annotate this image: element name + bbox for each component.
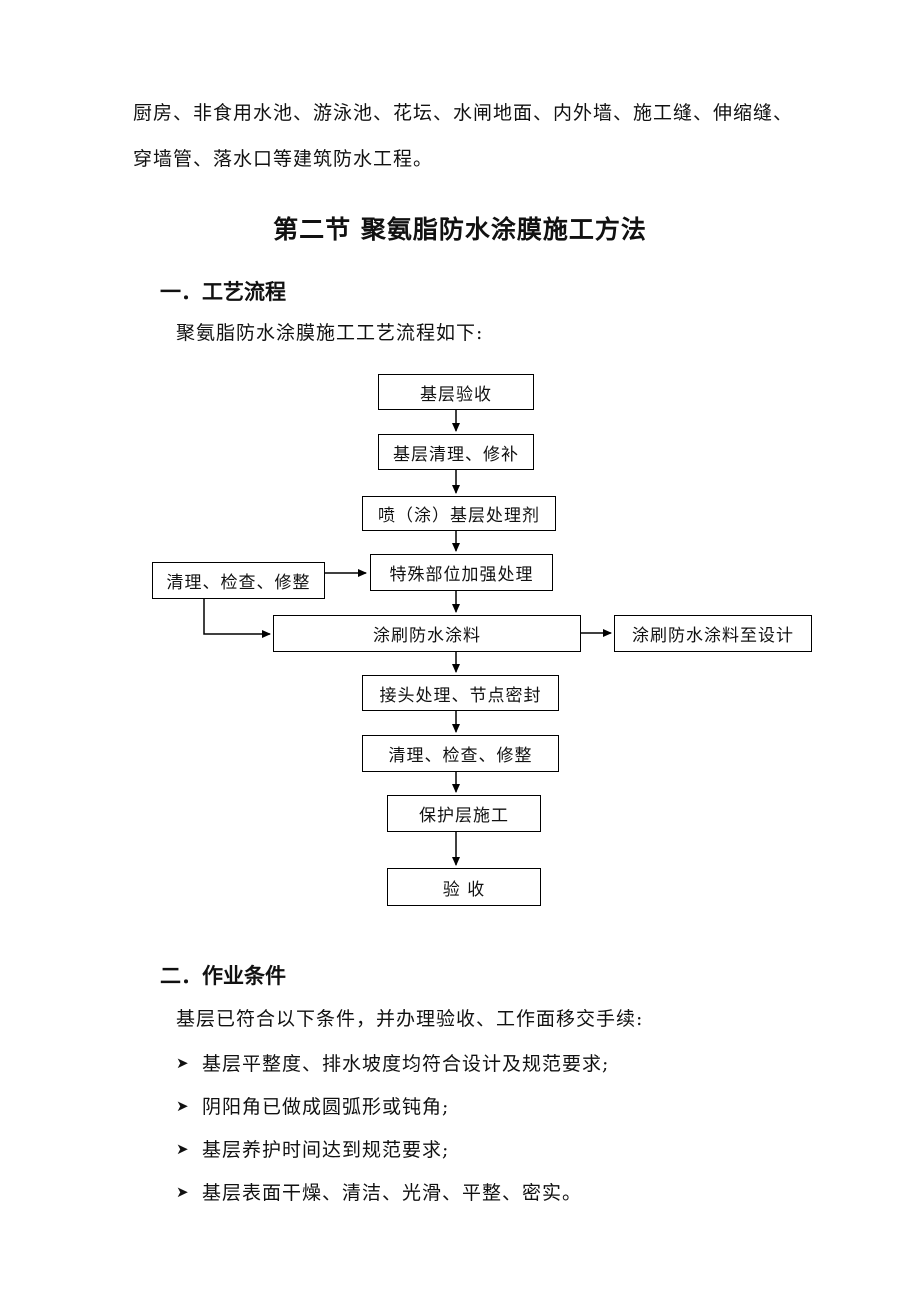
- list-item: ➤ 基层养护时间达到规范要求;: [176, 1135, 449, 1162]
- part2-title: 二．作业条件: [160, 964, 286, 988]
- list-item-text: 基层养护时间达到规范要求;: [202, 1139, 450, 1161]
- list-item: ➤ 阴阳角已做成圆弧形或钝角;: [176, 1092, 449, 1119]
- arrowhead-bullet-icon: ➤: [176, 1182, 190, 1201]
- arrowhead-bullet-icon: ➤: [176, 1053, 190, 1072]
- part2-intro: 基层已符合以下条件，并办理验收、工作面移交手续:: [176, 1008, 644, 1030]
- intro-paragraph-line-1: 厨房、非食用水池、游泳池、花坛、水闸地面、内外墙、施工缝、伸缩缝、: [133, 102, 794, 124]
- flow-step-protective-layer: 保护层施工: [387, 795, 541, 832]
- flow-step-final-acceptance: 验 收: [387, 868, 541, 906]
- arrowhead-bullet-icon: ➤: [176, 1139, 190, 1158]
- list-item-text: 基层表面干燥、清洁、光滑、平整、密实。: [202, 1182, 583, 1204]
- list-item: ➤ 基层平整度、排水坡度均符合设计及规范要求;: [176, 1049, 609, 1076]
- part1-title: 一．工艺流程: [160, 280, 286, 304]
- flow-step-base-cleaning: 基层清理、修补: [378, 434, 534, 470]
- flow-step-special-reinforcement: 特殊部位加强处理: [370, 554, 553, 591]
- intro-paragraph-line-2: 穿墙管、落水口等建筑防水工程。: [133, 148, 434, 170]
- list-item-text: 阴阳角已做成圆弧形或钝角;: [202, 1096, 450, 1118]
- arrow-side-left-step5: [203, 599, 271, 638]
- list-item: ➤ 基层表面干燥、清洁、光滑、平整、密实。: [176, 1178, 582, 1205]
- flow-step-base-acceptance: 基层验收: [378, 374, 534, 410]
- flow-side-cleanup-left: 清理、检查、修整: [152, 562, 325, 599]
- flow-side-coat-to-design: 涂刷防水涂料至设计: [614, 615, 812, 652]
- flow-step-apply-coating: 涂刷防水涂料: [273, 615, 581, 652]
- arrowhead-bullet-icon: ➤: [176, 1096, 190, 1115]
- section-title: 第二节 聚氨脂防水涂膜施工方法: [273, 215, 647, 244]
- part1-intro: 聚氨脂防水涂膜施工工艺流程如下:: [176, 322, 484, 344]
- flow-step-primer: 喷（涂）基层处理剂: [362, 496, 556, 531]
- flow-step-cleanup: 清理、检查、修整: [362, 735, 559, 772]
- flow-step-joint-sealing: 接头处理、节点密封: [362, 675, 559, 711]
- list-item-text: 基层平整度、排水坡度均符合设计及规范要求;: [202, 1053, 610, 1075]
